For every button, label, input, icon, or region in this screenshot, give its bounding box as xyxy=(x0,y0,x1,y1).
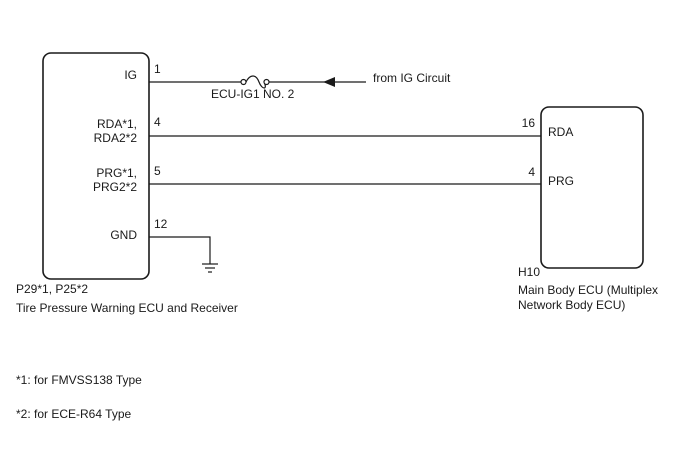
fuse-terminal-right xyxy=(263,78,270,86)
pin-number-gnd: 12 xyxy=(154,217,168,231)
pin-number-ig: 1 xyxy=(154,62,161,76)
pin-number-prg: 5 xyxy=(154,164,161,178)
fuse-icon xyxy=(245,75,266,89)
pin-label-gnd: GND xyxy=(110,228,137,242)
pin-label-rda-2: RDA2*2 xyxy=(94,131,138,145)
pin-label-rda-right: RDA xyxy=(548,125,573,139)
pin-label-prg-right: PRG xyxy=(548,174,574,188)
right-component-name-2: Network Body ECU) xyxy=(518,298,625,312)
main-body-ecu-box xyxy=(540,106,644,269)
arrow-icon xyxy=(323,77,335,87)
source-label: from IG Circuit xyxy=(373,71,451,85)
pin-number-rda: 4 xyxy=(154,115,161,129)
right-component-name-1: Main Body ECU (Multiplex xyxy=(518,283,658,297)
pin-number-prg-right: 4 xyxy=(528,165,535,179)
fuse-terminal-left xyxy=(240,78,247,86)
left-connector-label: P29*1, P25*2 xyxy=(16,282,88,296)
note-2: *2: for ECE-R64 Type xyxy=(16,407,131,421)
pin-number-rda-right: 16 xyxy=(522,116,536,130)
note-1: *1: for FMVSS138 Type xyxy=(16,373,142,387)
pin-label-ig: IG xyxy=(124,68,137,82)
pin-label-prg-2: PRG2*2 xyxy=(93,180,137,194)
pin-label-prg-1: PRG*1, xyxy=(96,166,137,180)
gnd-wire xyxy=(149,236,211,264)
tire-pressure-ecu-box xyxy=(42,52,150,280)
fuse-label: ECU-IG1 NO. 2 xyxy=(211,87,295,101)
pin-label-rda-1: RDA*1, xyxy=(97,117,137,131)
left-component-name: Tire Pressure Warning ECU and Receiver xyxy=(16,301,238,315)
right-connector-label: H10 xyxy=(518,265,540,279)
